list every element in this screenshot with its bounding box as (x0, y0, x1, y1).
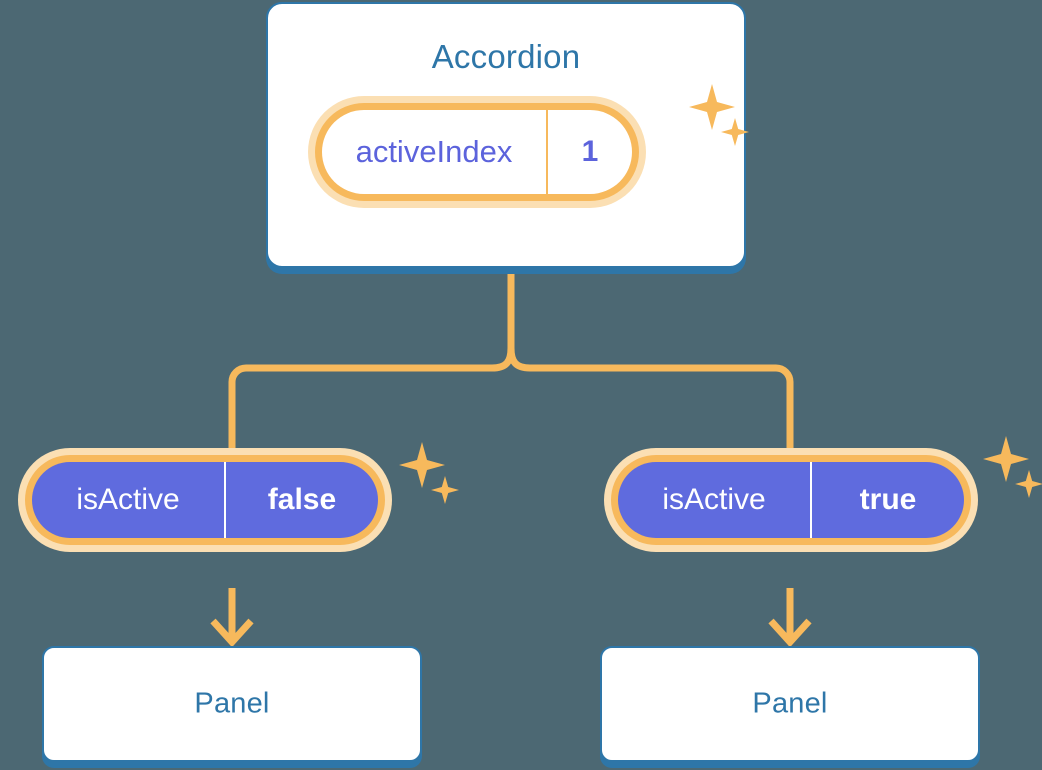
prop-badge-is-active-false[interactable]: isActive false (18, 448, 392, 552)
badge-halo: activeIndex 1 (308, 96, 646, 208)
state-key-label: activeIndex (322, 110, 548, 194)
arrow-down-icon-right (768, 588, 812, 648)
badge-ring: isActive false (25, 455, 385, 545)
badge-body: isActive false (32, 462, 378, 538)
prop-key-label: isActive (618, 462, 812, 538)
prop-badge-is-active-true[interactable]: isActive true (604, 448, 978, 552)
prop-key-label: isActive (32, 462, 226, 538)
prop-value-label: false (267, 483, 337, 516)
connector-fork (507, 347, 794, 452)
state-value-label: 1 (581, 135, 599, 168)
state-badge-active-index[interactable]: activeIndex 1 (308, 96, 646, 208)
badge-halo: isActive true (604, 448, 978, 552)
connector-fork-left (228, 347, 515, 452)
prop-value-label: true (859, 483, 917, 516)
page-title: Accordion (431, 38, 581, 75)
badge-body: activeIndex 1 (322, 110, 632, 194)
sparkle-icon (398, 440, 462, 512)
panel-title: Panel (194, 687, 270, 720)
badge-body: isActive true (618, 462, 964, 538)
badge-halo: isActive false (18, 448, 392, 552)
panel-title: Panel (752, 687, 828, 720)
arrow-down-icon-left (210, 588, 254, 648)
badge-ring: isActive true (611, 455, 971, 545)
sparkle-icon (982, 434, 1042, 506)
badge-ring: activeIndex 1 (315, 103, 639, 201)
panel-card-left[interactable]: Panel (42, 646, 422, 762)
panel-card-right[interactable]: Panel (600, 646, 980, 762)
